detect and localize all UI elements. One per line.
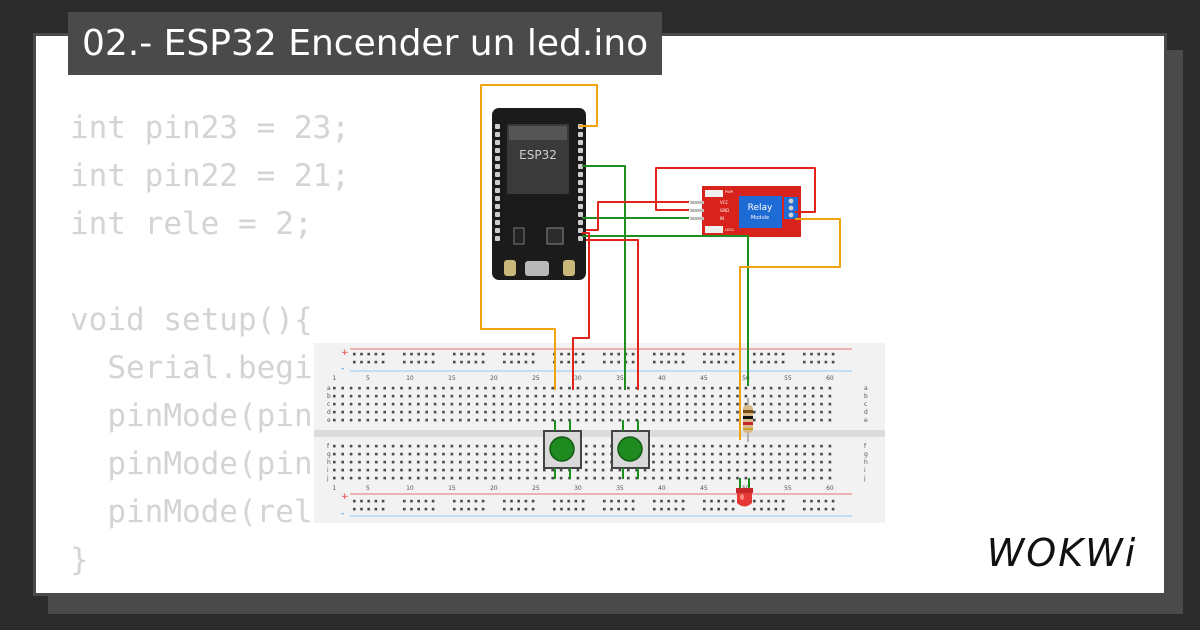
breadboard-row-letter: a <box>864 385 868 392</box>
wire-orange-esp32-button1 <box>480 84 598 390</box>
breadboard-column-number: 10 <box>406 375 414 382</box>
breadboard-holes <box>333 352 835 511</box>
rail-minus-top: - <box>341 364 344 374</box>
relay-pwr-mark: PWR <box>725 190 734 194</box>
rail-minus-bottom: - <box>341 509 344 519</box>
breadboard-column-number: 50 <box>742 375 750 382</box>
relay-module: Relay Module PWR LED1 VCC GND IN <box>690 186 801 237</box>
rail-plus-bottom: + <box>341 492 349 502</box>
esp32-pins <box>495 124 583 241</box>
breadboard-column-number: 60 <box>826 375 834 382</box>
breadboard-row-letter: j <box>326 475 329 482</box>
breadboard-row-letter: g <box>864 451 868 458</box>
wire-red-vcc-relay <box>586 201 689 231</box>
breadboard-column-number: 20 <box>490 485 498 492</box>
breadboard-row-letter: d <box>864 409 868 416</box>
wires <box>480 84 841 440</box>
push-button-1[interactable] <box>543 420 582 479</box>
breadboard-column-number: 5 <box>366 375 370 382</box>
breadboard-row-letter: g <box>327 451 331 458</box>
breadboard-column-number: 45 <box>700 485 708 492</box>
relay-led-mark: LED1 <box>725 228 734 232</box>
breadboard-column-number: 15 <box>448 485 456 492</box>
code-line: int rele = 2; <box>70 206 313 242</box>
breadboard-column-number: 20 <box>490 375 498 382</box>
breadboard-column-number: 10 <box>406 485 414 492</box>
breadboard-column-number: 55 <box>784 375 792 382</box>
breadboard-column-number: 30 <box>574 375 582 382</box>
relay-pin-in: IN <box>720 216 724 221</box>
breadboard-column-number: 25 <box>532 375 540 382</box>
breadboard-row-letter: e <box>864 417 868 424</box>
breadboard: 1155101015152020252530303535404045455050… <box>314 343 885 523</box>
breadboard-row-letter: c <box>864 401 867 408</box>
breadboard-column-number: 55 <box>784 485 792 492</box>
red-led <box>736 478 753 507</box>
esp32-label: ESP32 <box>519 148 557 162</box>
rail-plus-top: + <box>341 348 349 358</box>
code-line: Serial.begi <box>70 350 313 386</box>
wire-red-relay-com <box>655 167 816 213</box>
breadboard-row-letter: i <box>864 467 866 474</box>
wokwi-logo-text: WOKWi <box>987 531 1138 575</box>
project-title: 02.- ESP32 Encender un led.ino <box>68 12 663 75</box>
relay-sublabel: Module <box>751 215 769 221</box>
breadboard-column-number: 60 <box>826 485 834 492</box>
preview-card: int pin23 = 23; int pin22 = 21; int rele =… <box>33 33 1167 596</box>
relay-pin-vcc: VCC <box>720 200 729 205</box>
push-button-2[interactable] <box>611 420 650 479</box>
relay-pin-gnd: GND <box>720 208 729 213</box>
breadboard-row-letter: f <box>864 443 867 450</box>
code-line: } <box>70 542 89 578</box>
wire-orange-relay-led <box>739 218 841 440</box>
code-line: pinMode(pin <box>70 446 313 482</box>
code-line: pinMode(rel <box>70 494 313 530</box>
code-line: void setup(){ <box>70 302 313 338</box>
code-line: int pin23 = 23; <box>70 110 350 146</box>
breadboard-column-number: 40 <box>658 485 666 492</box>
breadboard-column-number: 30 <box>574 485 582 492</box>
code-line: int pin22 = 21; <box>70 158 350 194</box>
breadboard-row-letter: a <box>327 385 331 392</box>
breadboard-row-letter: h <box>864 459 868 466</box>
relay-label: Relay <box>748 203 773 213</box>
wire-red-button2 <box>586 239 639 390</box>
breadboard-row-letter: h <box>327 459 331 466</box>
breadboard-column-number: 5 <box>366 485 370 492</box>
wokwi-logo: WOKWi <box>987 531 1138 575</box>
breadboard-column-number: 25 <box>532 485 540 492</box>
wire-green-esp32-led <box>582 235 749 386</box>
breadboard-column-number: 35 <box>616 485 624 492</box>
breadboard-column-number: 40 <box>658 375 666 382</box>
breadboard-column-number: 45 <box>700 375 708 382</box>
breadboard-row-letter: f <box>327 443 330 450</box>
breadboard-row-letter: c <box>327 401 330 408</box>
breadboard-row-letter: b <box>327 393 331 400</box>
breadboard-row-letter: b <box>864 393 868 400</box>
code-listing: int pin23 = 23; int pin22 = 21; int rele =… <box>70 104 350 584</box>
resistor <box>743 398 753 442</box>
breadboard-row-letter: j <box>863 475 866 482</box>
breadboard-column-number: 1 <box>332 485 336 492</box>
esp32-board: ESP32 <box>492 108 586 280</box>
breadboard-column-number: 15 <box>448 375 456 382</box>
code-line: pinMode(pin <box>70 398 313 434</box>
wire-green-esp32-button2 <box>582 165 626 390</box>
wire-red-vcc-button1 <box>572 232 590 390</box>
breadboard-row-letter: i <box>327 467 329 474</box>
breadboard-row-letter: d <box>327 409 331 416</box>
breadboard-row-letter: e <box>327 417 331 424</box>
breadboard-column-number: 1 <box>332 375 336 382</box>
breadboard-column-number: 35 <box>616 375 624 382</box>
